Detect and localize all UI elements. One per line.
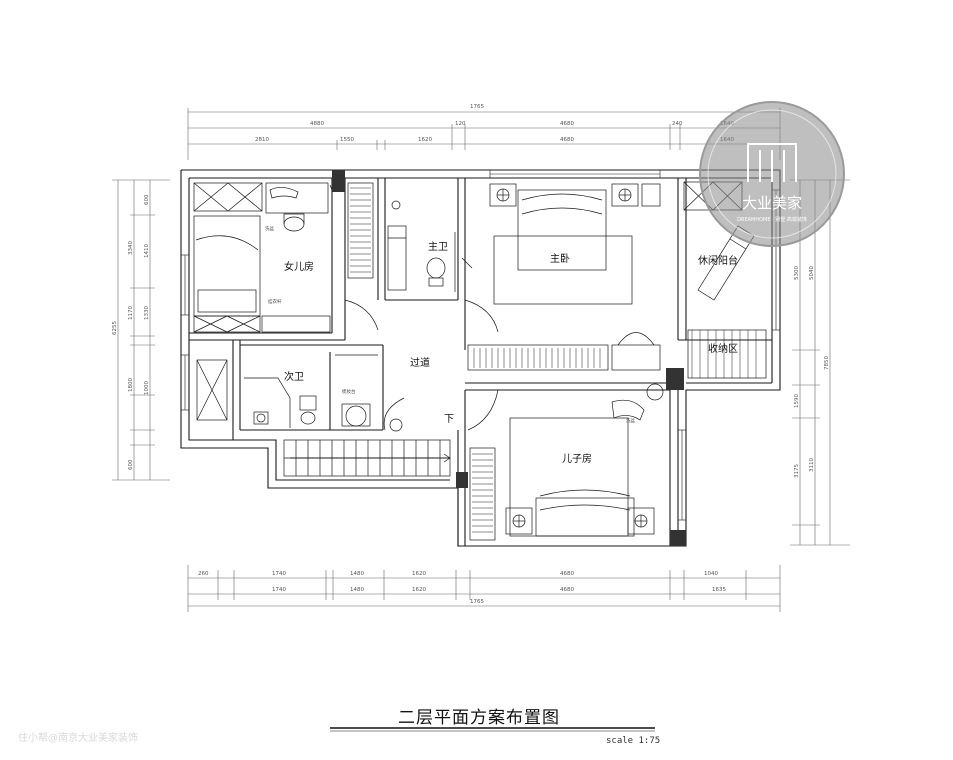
second-bath bbox=[196, 354, 378, 428]
dim-left-2b: 1410 bbox=[144, 244, 150, 258]
drawing-scale: scale 1:75 bbox=[606, 736, 661, 746]
dim-bot-outer: 1765 bbox=[470, 599, 484, 605]
company-logo: 大业美家 DREAMHOME · 别墅·高端装饰 bbox=[699, 101, 845, 247]
dim-top-1c: 4680 bbox=[560, 121, 574, 127]
dim-bot-2f: 1620 bbox=[412, 587, 426, 593]
dim-top-2a: 2810 bbox=[255, 137, 269, 143]
fixture-daughter-rail: 挂衣杆 bbox=[268, 298, 282, 305]
room-label-son: 儿子房 bbox=[562, 452, 592, 465]
image-credit: 住小帮@南京大业美家装饰 bbox=[18, 733, 138, 744]
dim-right-1a: 5040 bbox=[809, 266, 815, 280]
dim-right-2d: 3175 bbox=[794, 464, 800, 478]
wall-columns bbox=[332, 170, 686, 546]
dim-top-1d: 240 bbox=[672, 121, 683, 127]
fixture-vanity: 梳妆台 bbox=[342, 388, 356, 395]
logo-text: 大业美家 bbox=[742, 194, 802, 212]
bottom-dimensions bbox=[187, 565, 781, 612]
dim-bot-1a: 260 bbox=[198, 571, 209, 577]
dim-right-2a: 5300 bbox=[794, 266, 800, 280]
dim-left-2e: 1000 bbox=[144, 381, 150, 395]
left-dimensions bbox=[112, 179, 170, 481]
dim-top-2f: 4680 bbox=[560, 137, 574, 143]
corridor-stairs bbox=[283, 299, 499, 477]
room-label-storage: 收纳区 bbox=[708, 342, 738, 355]
dim-bot-2j: 1635 bbox=[712, 587, 726, 593]
master-wardrobe-hatch bbox=[473, 348, 601, 368]
son-room bbox=[469, 383, 664, 541]
dim-bot-2e: 1480 bbox=[350, 587, 364, 593]
master-bath bbox=[387, 200, 473, 292]
dim-left-1a: 3340 bbox=[128, 241, 134, 255]
master-bedroom bbox=[467, 183, 661, 371]
fixture-son-sink: 洗盆 bbox=[626, 417, 635, 424]
logo-subtext: DREAMHOME · 别墅·高端装饰 bbox=[737, 216, 807, 223]
dim-left-1b: 1170 bbox=[128, 306, 134, 320]
fixture-daughter-sink: 洗盆 bbox=[265, 225, 274, 232]
dim-bot-1h: 4680 bbox=[560, 571, 574, 577]
top-dimensions bbox=[187, 108, 781, 160]
dim-left-2a: 600 bbox=[144, 194, 150, 205]
windows bbox=[180, 169, 781, 521]
storage-hatch bbox=[691, 330, 757, 378]
logo-mark-icon bbox=[747, 143, 797, 182]
dim-bot-2h: 4680 bbox=[560, 587, 574, 593]
room-label-master-bedroom: 主卧 bbox=[550, 252, 570, 265]
dim-left-outer: 6255 bbox=[112, 321, 118, 335]
dim-right-2c: 1590 bbox=[794, 394, 800, 408]
drawing-title: 二层平面方案布置图 bbox=[398, 708, 560, 728]
dim-right-outer: 7850 bbox=[824, 356, 830, 370]
dim-top-1a: 4880 bbox=[310, 121, 324, 127]
room-label-corridor: 过道 bbox=[410, 356, 430, 369]
dim-top-2d: 1620 bbox=[418, 137, 432, 143]
dim-left-1c: 1800 bbox=[128, 378, 134, 392]
dim-bot-2c: 1740 bbox=[272, 587, 286, 593]
room-label-second-bath: 次卫 bbox=[284, 370, 304, 383]
dim-bot-1c: 1740 bbox=[272, 571, 286, 577]
daughter-closet-hatch bbox=[350, 187, 371, 273]
room-label-daughter: 女儿房 bbox=[284, 260, 314, 273]
dim-bot-1j: 1040 bbox=[704, 571, 718, 577]
dim-bot-1e: 1480 bbox=[350, 571, 364, 577]
left-dim-labels: 6255 3340 1170 1800 600 600 1410 1330 10… bbox=[112, 194, 150, 470]
room-label-master-bath: 主卫 bbox=[428, 241, 448, 253]
dim-right-1c: 3110 bbox=[809, 458, 815, 472]
dim-left-1e: 600 bbox=[128, 459, 134, 470]
dim-top-outer: 1765 bbox=[470, 104, 484, 110]
right-dim-labels: 7850 5040 3110 5300 1590 3175 bbox=[794, 266, 830, 478]
dim-top-2b: 1550 bbox=[340, 137, 354, 143]
daughter-room bbox=[193, 182, 374, 333]
son-closet-hatch bbox=[472, 453, 493, 533]
room-label-leisure-balcony: 休闲阳台 bbox=[698, 254, 738, 267]
dim-top-1b: 120 bbox=[455, 121, 466, 127]
dim-bot-1f: 1620 bbox=[412, 571, 426, 577]
dim-left-2c: 1330 bbox=[144, 306, 150, 320]
stair-down-label: 下 bbox=[444, 414, 454, 425]
